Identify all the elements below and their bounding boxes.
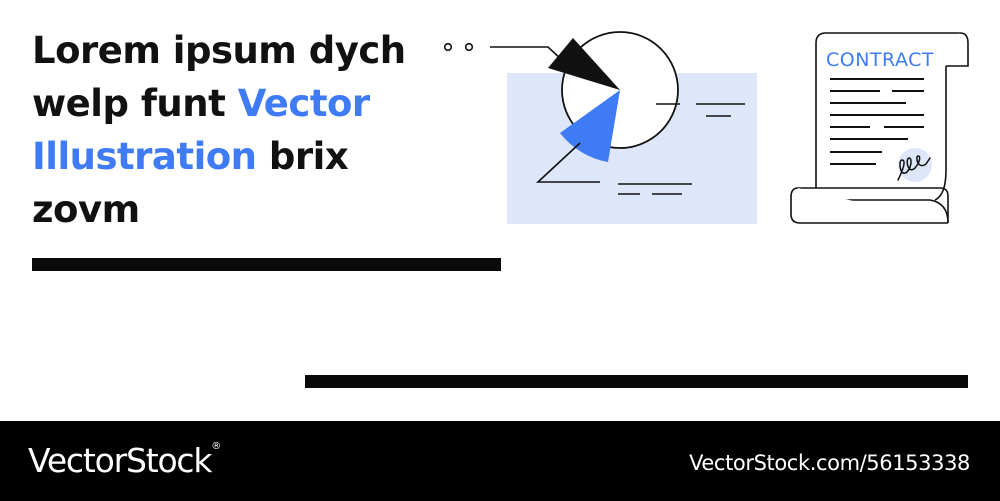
illustration: CONTRACT xyxy=(443,31,969,224)
contract-document-icon xyxy=(790,32,969,224)
brand-logo: VectorStock® xyxy=(28,441,221,480)
brand-name: VectorStock xyxy=(28,441,212,480)
divider-bar-bottom xyxy=(305,375,968,388)
registered-mark: ® xyxy=(211,441,221,452)
headline-text-end: brix zovm xyxy=(32,135,349,231)
contract-label: CONTRACT xyxy=(826,49,934,71)
pie-chart-icon xyxy=(535,31,679,183)
headline: Lorem ipsum dych welp funt Vector Illust… xyxy=(32,24,452,236)
headline-text: Lorem ipsum dych welp funt xyxy=(32,29,406,125)
signature-stamp-icon xyxy=(897,148,932,182)
image-credit: VectorStock.com/56153338 xyxy=(689,451,970,475)
chart-text-lines xyxy=(618,103,745,195)
contract-text-lines xyxy=(830,78,924,165)
divider-bar-top xyxy=(32,258,501,271)
footer-bar: VectorStock® VectorStock.com/56153338 xyxy=(0,421,1000,501)
headline-accent: Vector Illustration xyxy=(32,82,370,178)
